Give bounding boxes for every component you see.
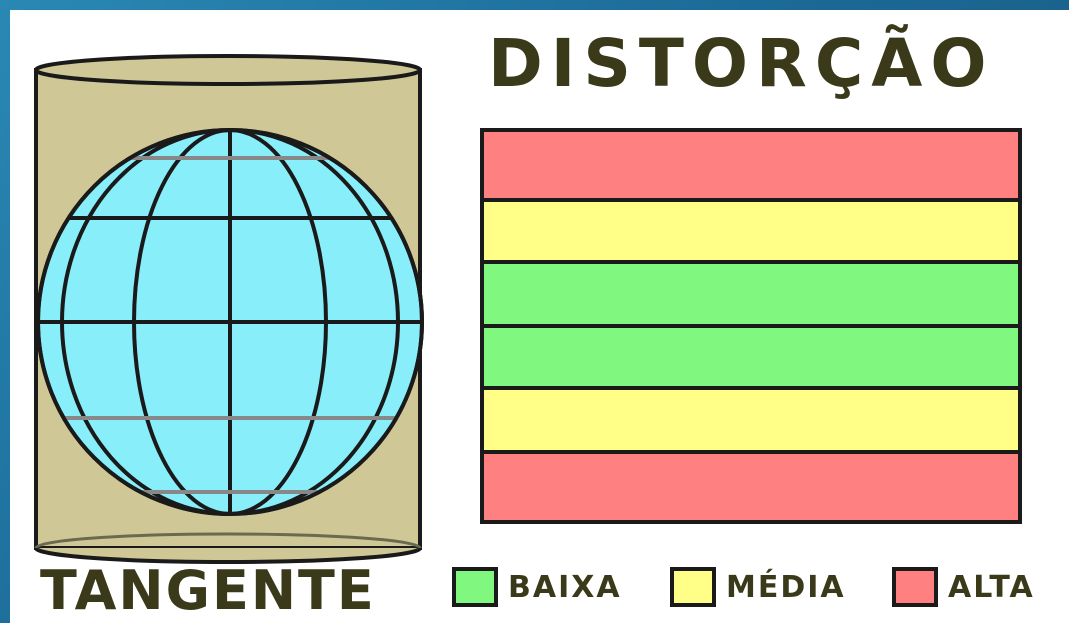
legend-swatch-baixa bbox=[452, 567, 498, 607]
band-media-1 bbox=[480, 198, 1022, 264]
distortion-bands bbox=[480, 128, 1022, 524]
cylinder-bottom-back-arc bbox=[34, 532, 422, 549]
projection-label: TANGENTE bbox=[40, 559, 376, 622]
diagram-title: DISTORÇÃO bbox=[488, 25, 995, 102]
legend-swatch-media bbox=[670, 567, 716, 607]
band-alta-5 bbox=[480, 450, 1022, 524]
legend-label-media: MÉDIA bbox=[726, 569, 846, 605]
legend-item-media: MÉDIA bbox=[670, 562, 846, 612]
band-media-4 bbox=[480, 386, 1022, 454]
band-alta-0 bbox=[480, 128, 1022, 202]
legend-item-alta: ALTA bbox=[892, 562, 1035, 612]
cylinder-bottom-ellipse bbox=[34, 547, 422, 564]
band-baixa-3 bbox=[480, 324, 1022, 390]
band-baixa-2 bbox=[480, 260, 1022, 328]
cylinder-top-ellipse bbox=[34, 54, 422, 86]
legend-label-alta: ALTA bbox=[948, 569, 1035, 605]
legend-swatch-alta bbox=[892, 567, 938, 607]
legend-item-baixa: BAIXA bbox=[452, 562, 622, 612]
legend-label-baixa: BAIXA bbox=[508, 569, 622, 605]
